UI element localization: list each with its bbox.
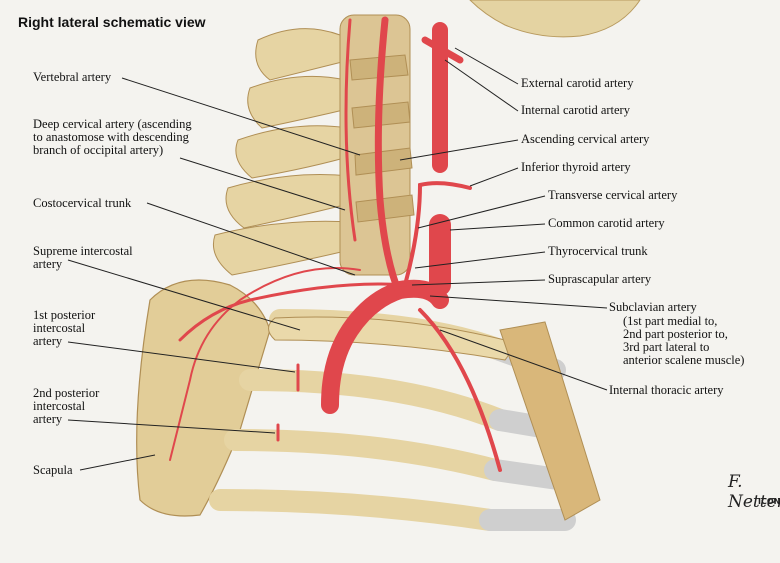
figure-title: Right lateral schematic view [18, 14, 206, 30]
label-scapula: Scapula [33, 463, 73, 477]
label-transverse-cervical-artery: Transverse cervical artery [548, 188, 678, 202]
label-first-posterior-intercostal: 1st posterior intercostal artery [33, 308, 96, 348]
vertebral-vessel [374, 16, 404, 299]
sternum [499, 321, 601, 521]
label-vertebral-artery: Vertebral artery [33, 70, 112, 84]
label-common-carotid-artery: Common carotid artery [548, 216, 665, 230]
label-subclavian-note: (1st part medial to, 2nd part posterior … [623, 314, 745, 367]
label-supreme-intercostal-artery: Supreme intercostal artery [33, 244, 133, 271]
label-second-posterior-intercostal: 2nd posterior intercostal artery [33, 386, 100, 426]
subclavian-vessel [321, 279, 449, 414]
arteries [169, 16, 502, 472]
label-internal-carotid-artery: Internal carotid artery [521, 103, 630, 117]
label-inferior-thyroid-artery: Inferior thyroid artery [521, 160, 631, 174]
deep-cervical-vessel [344, 18, 357, 242]
label-suprascapular-artery: Suprascapular artery [548, 272, 652, 286]
label-external-carotid-artery: External carotid artery [521, 76, 634, 90]
label-deep-cervical-artery: Deep cervical artery (ascending to anast… [33, 117, 192, 157]
label-subclavian-artery: Subclavian artery [609, 300, 697, 314]
thyrocervical-vessel [403, 181, 472, 287]
artist-signature: F. Netter [728, 472, 780, 512]
internal-thoracic-vessel [418, 308, 502, 472]
leader-lines [67, 47, 608, 471]
external-carotid-vessel [421, 36, 464, 64]
label-thyrocervical-trunk: Thyrocervical trunk [548, 244, 648, 258]
scapular-branches [169, 267, 361, 461]
label-costocervical-trunk: Costocervical trunk [33, 196, 132, 210]
label-ascending-cervical-artery: Ascending cervical artery [521, 132, 650, 146]
suprascapular-vessel [178, 282, 407, 342]
label-internal-thoracic-artery: Internal thoracic artery [609, 383, 724, 397]
publisher-mark: ICON [758, 497, 780, 506]
skull-base [469, 0, 641, 38]
